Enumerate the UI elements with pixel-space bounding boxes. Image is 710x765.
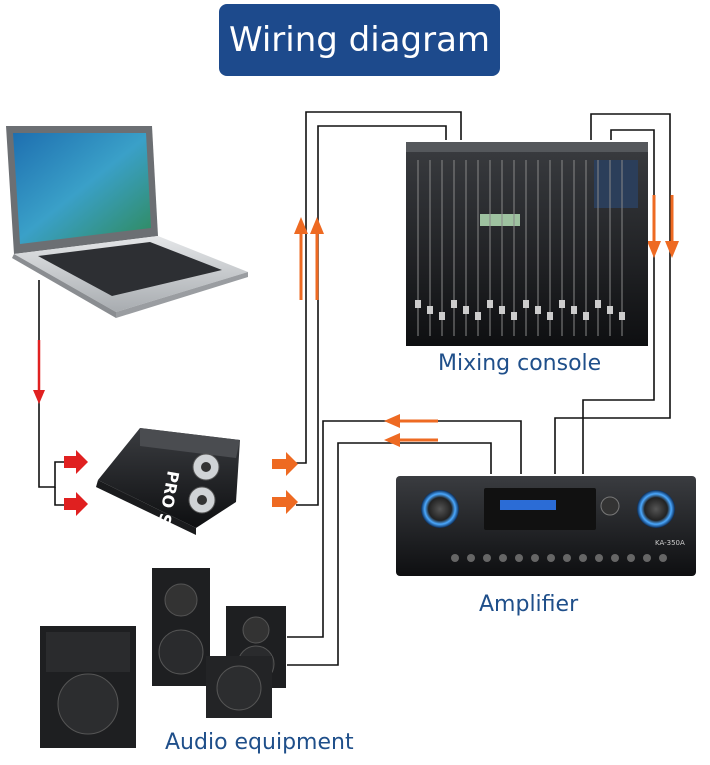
amp-small-knob [611, 554, 619, 562]
di-input-arrows [64, 450, 88, 516]
audio-equipment-label: Audio equipment [165, 730, 354, 755]
down-from-mixer-arrows [647, 195, 679, 258]
mixer-fader-cap [583, 312, 589, 320]
amp-small-knob [627, 554, 635, 562]
amp-small-knob [499, 554, 507, 562]
mixer-fader-cap [451, 300, 457, 308]
diagram-title: Wiring diagram [219, 4, 500, 76]
amp-small-knob [483, 554, 491, 562]
laptop-image [6, 126, 248, 318]
up-to-mixer-arrows [294, 217, 324, 300]
mixer-image [406, 142, 648, 346]
amp-small-knob [515, 554, 523, 562]
mixing-console-label: Mixing console [438, 351, 602, 376]
mixer-fader-cap [511, 312, 517, 320]
mixer-fader-cap [559, 300, 565, 308]
mixer-fader-cap [415, 300, 421, 308]
di-output-arrows [272, 452, 298, 514]
mixer-fader-cap [487, 300, 493, 308]
wires-di-to-mixer [296, 111, 462, 506]
mixer-fader-cap [595, 300, 601, 308]
di-box-image: PRO SX [96, 428, 240, 539]
mixer-fader-cap [547, 312, 553, 320]
mixer-fader-cap [427, 306, 433, 314]
mixer-fader-cap [439, 312, 445, 320]
mixer-fader-cap [607, 306, 613, 314]
amp-small-knob [531, 554, 539, 562]
amp-small-knob [451, 554, 459, 562]
mixer-fader-cap [619, 312, 625, 320]
wires-amp-to-speakers [287, 420, 522, 666]
amplifier-label: Amplifier [479, 592, 579, 617]
wire-laptop-to-di [38, 280, 66, 506]
amplifier-image: KA-350A [396, 476, 696, 576]
amp-small-knob [595, 554, 603, 562]
laptop-signal-arrow [33, 340, 45, 404]
mixer-fader-cap [535, 306, 541, 314]
wires-mixer-to-amp [554, 113, 671, 474]
amp-small-knob [579, 554, 587, 562]
amp-small-knob [563, 554, 571, 562]
speakers-image [40, 568, 286, 748]
left-to-speakers-arrows [384, 414, 438, 447]
mixer-fader-cap [499, 306, 505, 314]
amp-model-text: KA-350A [655, 539, 685, 547]
amp-small-knob [467, 554, 475, 562]
mixer-fader-cap [475, 312, 481, 320]
amp-small-knob [643, 554, 651, 562]
amp-small-knob [659, 554, 667, 562]
mixer-fader-cap [523, 300, 529, 308]
mixer-fader-cap [463, 306, 469, 314]
mixer-fader-cap [571, 306, 577, 314]
amp-small-knob [547, 554, 555, 562]
